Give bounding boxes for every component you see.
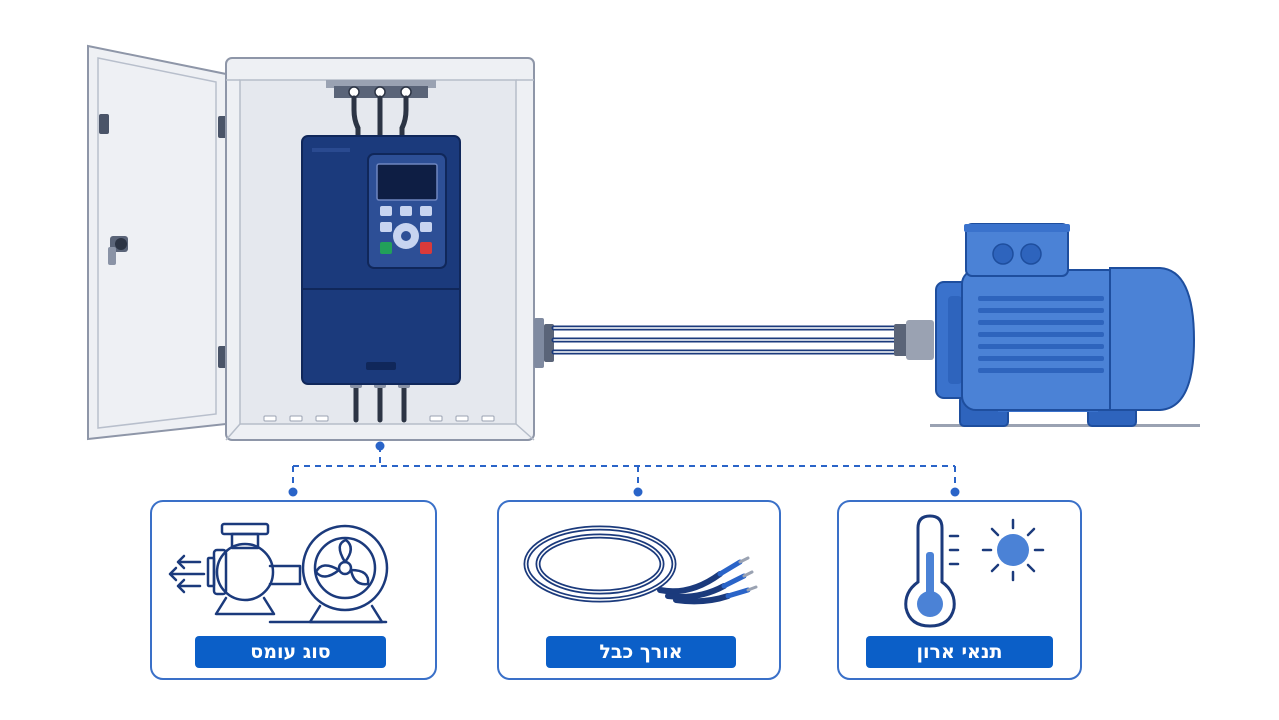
vfd-keypad [367, 153, 447, 269]
card-cable-length [497, 500, 781, 680]
vfd-drive [301, 135, 461, 385]
terminal-block [326, 80, 436, 98]
label-cabinet-conditions: תנאי ארון [916, 641, 1003, 663]
cable-gland [534, 318, 554, 368]
card-cabinet-conditions [837, 500, 1082, 680]
thermometer-sun-icon [904, 514, 1045, 628]
door-lock-icon [108, 236, 128, 265]
card-load-type [150, 500, 437, 680]
dashed-connectors [292, 446, 956, 492]
pump-fan-icon [168, 522, 389, 624]
cable-coil-icon [523, 525, 758, 605]
electric-motor [930, 223, 1200, 427]
label-cable-length: אורך כבל [599, 641, 683, 663]
motor-cable-gland [894, 320, 934, 360]
cabinet-door [87, 44, 230, 441]
motor-cable [551, 325, 898, 355]
label-load-type: סוג עומס [250, 641, 331, 663]
